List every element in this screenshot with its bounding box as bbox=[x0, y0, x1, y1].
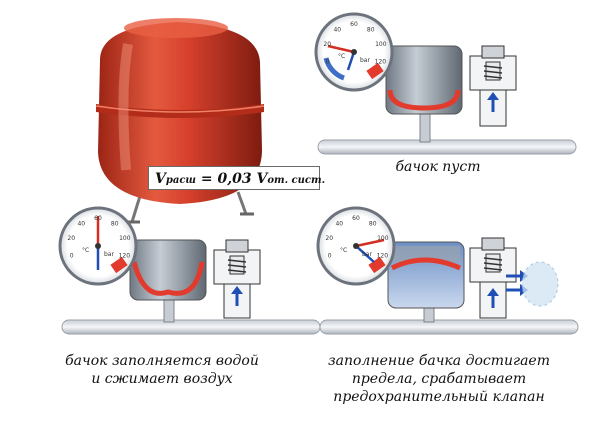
expansion-tank-photo bbox=[95, 18, 265, 224]
pipe bbox=[319, 319, 579, 335]
gauge-tick-label: 80 bbox=[111, 221, 119, 228]
thermo-manometer-icon bbox=[58, 206, 138, 286]
gauge-tick-label: 60 bbox=[352, 215, 360, 222]
caption-full: заполнение бачка достигает предела, сраб… bbox=[296, 352, 582, 406]
formula-rhs-sub: от. сист. bbox=[267, 175, 326, 186]
gauge-tick-label: 0 bbox=[326, 59, 330, 66]
gauge-unit2-label: bar bbox=[104, 251, 114, 258]
tank-seam bbox=[96, 104, 264, 118]
safety-valve-icon bbox=[213, 239, 261, 319]
caption-filling-line1: бачок заполняется водой bbox=[65, 353, 259, 369]
steam-cloud-icon bbox=[521, 261, 559, 307]
gauge-unit-label: °C bbox=[338, 53, 345, 60]
formula-lhs-sub: расш bbox=[165, 175, 197, 186]
panel-tank-empty bbox=[314, 12, 577, 155]
gauge-tick-label: 40 bbox=[333, 27, 341, 34]
gauge-tick-label: 120 bbox=[119, 253, 131, 260]
formula-lhs: V bbox=[155, 171, 166, 187]
caption-full-line1: заполнение бачка достигает bbox=[328, 353, 550, 369]
pipe bbox=[61, 319, 321, 335]
caption-empty: бачок пуст bbox=[368, 158, 508, 176]
gauge-tick-label: 80 bbox=[369, 221, 377, 228]
gauge-unit2-label: bar bbox=[360, 57, 370, 64]
thermo-manometer-icon bbox=[316, 206, 396, 286]
gauge-tick-label: 0 bbox=[328, 253, 332, 260]
gauge-tick-label: 20 bbox=[67, 235, 75, 242]
formula-middle: = 0,03 V bbox=[196, 171, 268, 187]
flow-arrow-icon bbox=[487, 92, 499, 112]
gauge-unit2-label: bar bbox=[362, 251, 372, 258]
caption-full-line2: предела, срабатывает bbox=[351, 371, 527, 387]
gauge-tick-label: 60 bbox=[94, 215, 102, 222]
pipe bbox=[317, 139, 577, 155]
panel-tank-full bbox=[316, 206, 579, 335]
gauge-tick-label: 60 bbox=[350, 21, 358, 28]
membrane bbox=[131, 261, 205, 296]
gauge-tick-label: 120 bbox=[377, 253, 389, 260]
gauge-tick-label: 100 bbox=[119, 235, 131, 242]
gauge-tick-label: 20 bbox=[325, 235, 333, 242]
membrane bbox=[390, 257, 462, 271]
gauge-tick-label: 20 bbox=[323, 41, 331, 48]
gauge-tick-label: 100 bbox=[377, 235, 389, 242]
gauge-tick-label: 40 bbox=[335, 221, 343, 228]
gauge-tick-labels: 020406080100120°Cbar020406080100120°Cbar… bbox=[67, 21, 388, 260]
gauge-tick-label: 0 bbox=[70, 253, 74, 260]
tank-gray bbox=[129, 239, 207, 301]
gauge-tick-label: 80 bbox=[367, 27, 375, 34]
flow-arrow-icon bbox=[231, 286, 243, 306]
caption-full-line3: предохранительный клапан bbox=[333, 389, 545, 405]
membrane bbox=[387, 89, 461, 111]
safety-valve-icon bbox=[469, 45, 517, 127]
caption-filling-line2: и сжимает воздух bbox=[91, 371, 233, 387]
panel-tank-filling bbox=[58, 206, 321, 335]
gauge-tick-label: 120 bbox=[375, 59, 387, 66]
caption-empty-text: бачок пуст bbox=[395, 159, 481, 175]
formula-label: Vрасш = 0,03 Vот. сист. bbox=[148, 166, 325, 190]
gauge-unit-label: °C bbox=[340, 247, 347, 254]
thermo-manometer-icon bbox=[314, 12, 394, 92]
gauge-tick-label: 100 bbox=[375, 41, 387, 48]
caption-filling: бачок заполняется водой и сжимает воздух bbox=[22, 352, 302, 388]
gauge-unit-label: °C bbox=[82, 247, 89, 254]
tank-gray bbox=[385, 45, 463, 115]
gauge-tick-label: 40 bbox=[77, 221, 85, 228]
